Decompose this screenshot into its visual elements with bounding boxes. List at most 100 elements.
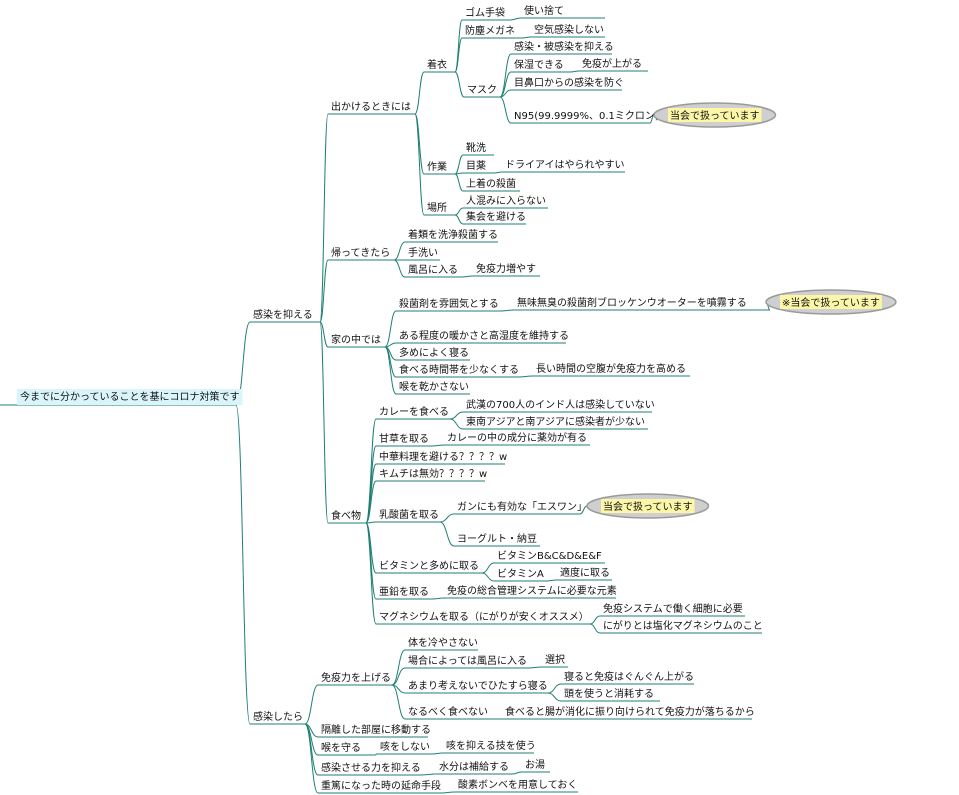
node-eswan-note: 当会で扱っています — [603, 500, 693, 513]
node-food: 食べ物 — [331, 509, 361, 522]
branch-connector — [454, 214, 464, 225]
branch-connector — [391, 667, 406, 686]
branch-connector — [499, 71, 512, 98]
node-throat-a: 咳をしない — [380, 740, 430, 753]
node-magnesium: マグネシウムを取る（にがりが安くオススメ） — [379, 610, 589, 623]
branch-connector — [414, 71, 425, 115]
node-moist-note: 免疫が上がる — [582, 57, 642, 70]
branch-connector — [589, 615, 601, 625]
branch-connector — [235, 404, 251, 725]
node-gloves: ゴム手袋 — [465, 6, 505, 19]
node-mask: マスク — [467, 84, 497, 96]
branch-connector — [374, 753, 378, 756]
node-lactic: 乳酸菌を取る — [379, 508, 439, 521]
branch-connector — [454, 19, 463, 73]
branch-connector — [419, 773, 437, 776]
node-zinc-note: 免疫の総合管理システムに必要な元素 — [447, 584, 617, 597]
branch-connector — [454, 154, 464, 175]
node-imm-bath: 場合によっては風呂に入る — [408, 654, 527, 667]
node-throat-b: 咳を抑える技を使う — [446, 739, 536, 752]
branch-connector — [579, 505, 588, 515]
branch-connector — [454, 37, 463, 73]
branch-connector — [319, 321, 329, 348]
branch-connector — [449, 418, 464, 430]
branch-connector — [319, 259, 329, 323]
node-reduce: 感染させる力を抑える — [321, 761, 421, 774]
node-in-home: 家の中では — [331, 333, 381, 346]
branch-connector — [365, 522, 377, 600]
branch-connector — [384, 310, 397, 348]
node-magnesium-note1: 免疫システムで働く細胞に必要 — [603, 602, 743, 615]
node-imm-cold: 体を冷やさない — [408, 636, 478, 649]
node-imm-no-eat-note: 食べると腸が消化に振り向けられて免疫力が落ちるから — [505, 705, 755, 718]
node-bath: 風呂に入る — [408, 264, 458, 276]
branch-connector — [517, 375, 534, 378]
branch-connector — [499, 96, 512, 124]
node-bath-note: 免疫力増やす — [476, 262, 536, 275]
branch-connector — [449, 411, 464, 420]
node-isolate: 隔離した部屋に移動する — [321, 723, 431, 736]
node-spray-note: 無味無臭の殺菌剤ブロッケンウオーターを噴霧する — [517, 296, 747, 309]
branch-connector — [509, 17, 522, 21]
callout-highlight — [668, 108, 762, 122]
node-kimchi: キムチは無効？？？？w — [379, 467, 487, 480]
node-imm-sleep-note2: 頭を使うと消耗する — [564, 687, 654, 700]
node-eyedrops: 目薬 — [466, 160, 486, 172]
node-imm-no-eat: なるべく食べない — [408, 705, 488, 718]
branch-connector — [545, 579, 558, 582]
node-sleep: 多めによく寝る — [399, 346, 469, 359]
root-topic-box — [17, 389, 243, 405]
node-immunity: 免疫力を上げる — [321, 671, 391, 684]
branch-connector — [391, 684, 406, 720]
branch-connector — [569, 70, 580, 73]
mind-map-connectors — [0, 17, 771, 794]
node-moist: 保湿できる — [514, 58, 564, 71]
branch-connector — [499, 309, 515, 312]
branch-connector — [365, 522, 377, 625]
node-wash-hands: 手洗い — [408, 246, 438, 259]
branch-connector — [365, 445, 377, 524]
node-imm-sleep-note1: 寝ると免疫はぐんぐん上がる — [564, 670, 694, 683]
branch-connector — [431, 752, 444, 755]
branch-connector — [481, 562, 495, 574]
branch-connector — [439, 521, 455, 547]
node-return-home: 帰ってきたら — [331, 246, 390, 259]
branch-connector — [431, 597, 445, 600]
node-shoes: 靴洗 — [466, 141, 486, 154]
branch-connector — [454, 71, 465, 98]
node-eat-less-note: 長い時間の空腹が免疫力を高める — [536, 362, 686, 375]
node-vitamin-a-note: 適度に取る — [560, 566, 610, 579]
node-yogurt: ヨーグルト・納豆 — [457, 532, 537, 545]
node-curry-note1: 武漢の700人のインド人は感染していない — [466, 398, 655, 411]
callout-highlight — [780, 295, 882, 309]
node-warm: ある程度の暖かさと高湿度を維持する — [399, 329, 569, 342]
node-magnesium-note2: にがりとは塩化マグネシウムのこと — [603, 619, 763, 632]
branch-connector — [499, 89, 512, 98]
node-eyes: 目鼻口からの感染を防ぐ — [514, 76, 624, 89]
branch-connector — [304, 723, 319, 776]
node-severe: 重篤になった時の延命手段 — [321, 779, 441, 792]
node-place: 場所 — [427, 201, 447, 214]
branch-connector — [547, 683, 562, 694]
node-root: 今までに分かっていることを基にコロナ対策です — [20, 390, 240, 403]
branch-connector — [365, 480, 377, 524]
node-zinc: 亜鉛を取る — [379, 585, 429, 598]
node-curry-note2: 東南アジアと南アジアに感染者が少ない — [466, 415, 645, 428]
node-imm-bath-note: 選択 — [545, 653, 565, 666]
node-prevent: 感染を抑える — [253, 308, 313, 321]
node-infected: 感染したら — [253, 710, 303, 723]
branch-connector — [304, 723, 319, 794]
branch-connector — [414, 113, 425, 216]
branch-connector — [393, 259, 406, 278]
node-chinese: 中華料理を避ける？？？？w — [379, 450, 507, 463]
branch-connector — [319, 113, 329, 323]
node-goggles: 防塵メガネ — [465, 24, 515, 37]
node-curry: カレーを食べる — [379, 405, 449, 418]
node-licorice-note: カレーの中の成分に薬効が有る — [447, 431, 587, 444]
node-n95: N95(99.9999%、0.1ミクロン) — [514, 110, 659, 122]
node-reduce-a: 水分は補給する — [439, 760, 509, 773]
node-eswan: ガンにも有効な「エスワン」 — [457, 500, 587, 513]
callout-highlight — [601, 499, 695, 513]
node-throat2: 喉を守る — [321, 741, 361, 754]
